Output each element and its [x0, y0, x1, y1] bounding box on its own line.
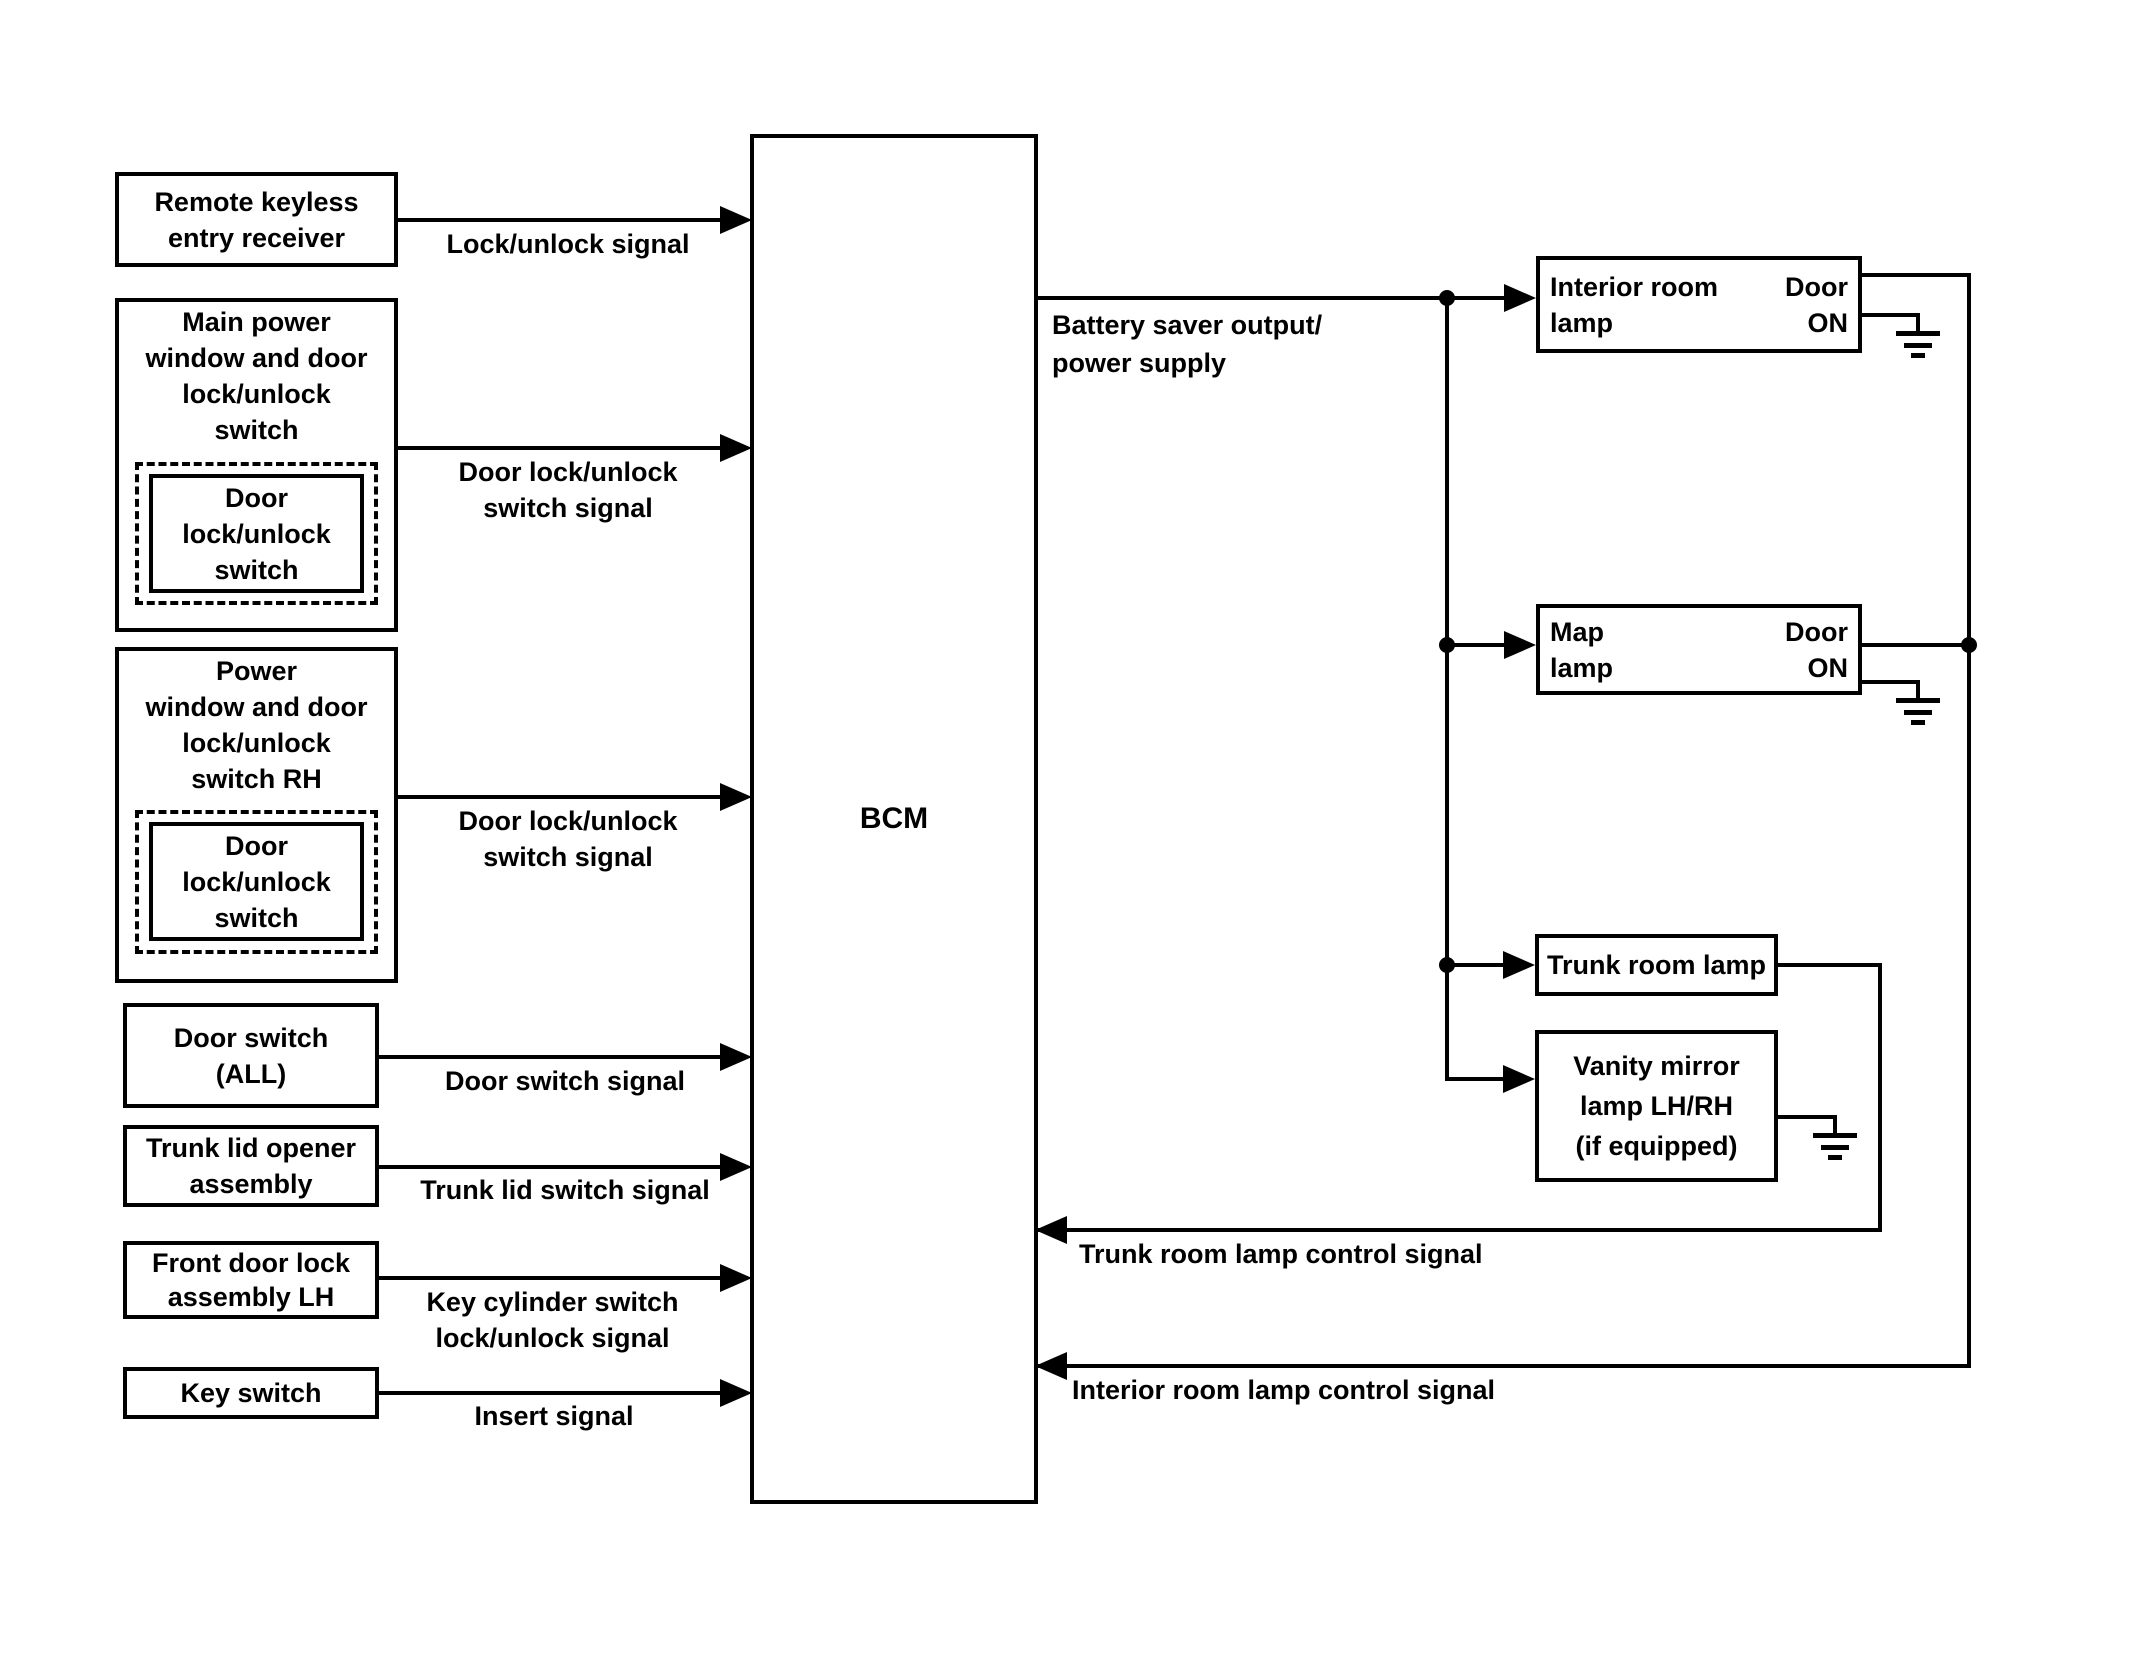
arrowhead-lock-unlock-signal: [720, 206, 752, 234]
arrowhead-interior-room-lamp-supply: [1504, 284, 1536, 312]
arrowhead-door-switch-signal: [720, 1043, 752, 1071]
ground-symbol-vanity-bar2: [1821, 1145, 1849, 1150]
box-power-window-door-lock-switch-rh-label: Power window and door lock/unlock switch…: [145, 656, 368, 794]
label-battery-saver-output: Battery saver output/ power supply: [1052, 310, 1323, 378]
wire-interior-lamp-door-out: [1862, 273, 1971, 277]
box-door-lock-unlock-switch-1: Door lock/unlock switch: [149, 474, 364, 593]
box-vanity-mirror-lamp: Vanity mirror lamp LH/RH (if equipped): [1535, 1030, 1778, 1182]
ground-symbol-vanity-bar1: [1813, 1133, 1857, 1138]
box-remote-keyless-entry-receiver: Remote keyless entry receiver: [115, 172, 398, 267]
wire-map-lamp-supply: [1445, 643, 1506, 647]
wire-door-lock-unlock-switch-signal-1: [398, 446, 722, 450]
label-insert-signal: Insert signal: [474, 1401, 634, 1431]
wire-interior-lamp-ground: [1862, 313, 1920, 317]
arrowhead-door-lock-unlock-switch-signal-1: [720, 434, 752, 462]
trunk-room-lamp-label: Trunk room lamp: [1546, 950, 1767, 980]
wire-power-bus: [1445, 296, 1449, 1081]
wire-insert-signal: [379, 1391, 722, 1395]
wire-vanity-lamp-ground: [1778, 1115, 1837, 1119]
box-power-window-door-lock-switch-rh: Power window and door lock/unlock switch…: [115, 647, 398, 983]
interior-room-lamp-door-on-switch-label: Door ON: [1785, 271, 1848, 338]
map-lamp-door-on-switch-label: Door ON: [1785, 616, 1848, 683]
wire-trunk-control-vertical: [1878, 963, 1882, 1232]
interior-room-lamp-label: Interior room lamp: [1550, 271, 1719, 338]
box-door-switch-all-label: Door switch (ALL): [173, 1022, 329, 1089]
ground-symbol-map-bar1: [1896, 698, 1940, 703]
box-trunk-room-lamp: Trunk room lamp: [1535, 934, 1778, 996]
arrowhead-map-lamp-supply: [1504, 631, 1536, 659]
label-interior-room-lamp-control-signal: Interior room lamp control signal: [1072, 1375, 1496, 1405]
wire-interior-control-return: [1035, 1364, 1971, 1368]
bcm-label: BCM: [859, 802, 929, 835]
label-trunk-lid-switch-signal: Trunk lid switch signal: [420, 1175, 710, 1205]
dashed-frame-door-lock-unlock-switch-2: Door lock/unlock switch: [135, 810, 378, 954]
wire-vanity-mirror-lamp-supply: [1445, 1077, 1505, 1081]
wire-door-switch-signal: [379, 1055, 722, 1059]
arrowhead-interior-control-return: [1035, 1352, 1067, 1380]
label-door-lock-unlock-switch-signal-1: Door lock/unlock switch signal: [458, 457, 678, 523]
arrowhead-trunk-control-return: [1035, 1216, 1067, 1244]
arrowhead-vanity-mirror-lamp-supply: [1503, 1065, 1535, 1093]
box-key-switch-label: Key switch: [180, 1378, 322, 1408]
ground-stem-map: [1916, 680, 1920, 698]
arrowhead-key-cylinder-switch-signal: [720, 1264, 752, 1292]
wire-trunk-control-return: [1035, 1228, 1882, 1232]
box-door-lock-unlock-switch-2-label: Door lock/unlock switch: [182, 830, 331, 933]
ground-symbol-interior-bar3: [1911, 353, 1925, 358]
box-door-lock-unlock-switch-1-label: Door lock/unlock switch: [182, 482, 331, 585]
arrowhead-trunk-lid-switch-signal: [720, 1153, 752, 1181]
box-front-door-lock-assembly-lh-label: Front door lock assembly LH: [152, 1248, 350, 1312]
label-trunk-room-lamp-control-signal: Trunk room lamp control signal: [1079, 1239, 1483, 1269]
box-key-switch: Key switch: [123, 1367, 379, 1419]
ground-symbol-vanity-bar3: [1828, 1155, 1842, 1160]
wire-map-lamp-door-out: [1862, 643, 1969, 647]
label-door-lock-unlock-switch-signal-2: Door lock/unlock switch signal: [458, 806, 678, 872]
arrowhead-trunk-room-lamp-supply: [1503, 951, 1535, 979]
wire-lock-unlock-signal: [398, 218, 722, 222]
box-interior-room-lamp: Interior room lamp Door ON: [1536, 256, 1862, 353]
vanity-mirror-lamp-label: Vanity mirror lamp LH/RH (if equipped): [1573, 1051, 1740, 1161]
wire-battery-saver-output: [1037, 296, 1506, 300]
wire-door-lock-unlock-switch-signal-2: [398, 795, 722, 799]
ground-symbol-map-bar2: [1904, 710, 1932, 715]
box-map-lamp: Map lamp Door ON: [1536, 604, 1862, 695]
wire-map-lamp-ground: [1862, 680, 1920, 684]
label-key-cylinder-switch-signal: Key cylinder switch lock/unlock signal: [426, 1287, 679, 1353]
box-front-door-lock-assembly-lh: Front door lock assembly LH: [123, 1241, 379, 1319]
box-main-power-window-door-lock-switch: Main power window and door lock/unlock s…: [115, 298, 398, 632]
ground-symbol-interior-bar2: [1904, 343, 1932, 348]
wire-interior-control-vertical: [1967, 273, 1971, 1368]
ground-symbol-map-bar3: [1911, 720, 1925, 725]
wire-trunk-lamp-out: [1778, 963, 1882, 967]
box-main-power-window-door-lock-switch-label: Main power window and door lock/unlock s…: [145, 307, 368, 445]
box-door-lock-unlock-switch-2: Door lock/unlock switch: [149, 822, 364, 941]
junction-dot-bus-top: [1439, 290, 1455, 306]
wire-trunk-lid-switch-signal: [379, 1165, 722, 1169]
wire-trunk-room-lamp-supply: [1445, 963, 1505, 967]
arrowhead-insert-signal: [720, 1379, 752, 1407]
ground-symbol-interior-bar1: [1896, 331, 1940, 336]
box-trunk-lid-opener-assembly: Trunk lid opener assembly: [123, 1125, 379, 1207]
label-door-switch-signal: Door switch signal: [444, 1066, 686, 1096]
arrowhead-door-lock-unlock-switch-signal-2: [720, 783, 752, 811]
box-remote-keyless-entry-receiver-label: Remote keyless entry receiver: [154, 186, 359, 253]
map-lamp-label: Map lamp: [1550, 616, 1614, 683]
label-lock-unlock-signal: Lock/unlock signal: [446, 229, 690, 259]
dashed-frame-door-lock-unlock-switch-1: Door lock/unlock switch: [135, 462, 378, 605]
box-bcm: BCM: [750, 134, 1038, 1504]
wire-key-cylinder-switch-signal: [379, 1276, 722, 1280]
box-door-switch-all: Door switch (ALL): [123, 1003, 379, 1108]
box-trunk-lid-opener-assembly-label: Trunk lid opener assembly: [145, 1133, 357, 1199]
ground-stem-vanity: [1833, 1115, 1837, 1133]
ground-stem-interior: [1916, 313, 1920, 331]
